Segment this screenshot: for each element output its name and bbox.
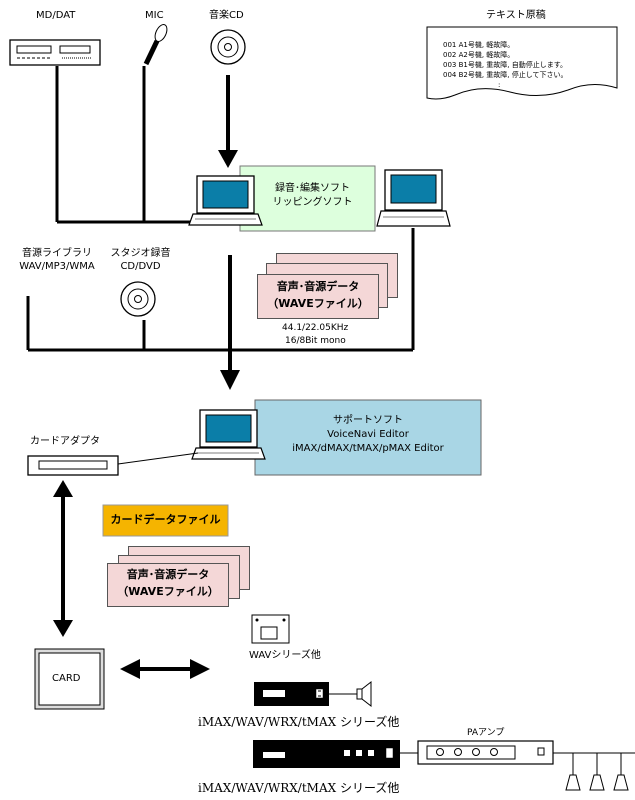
support-box-line3: iMAX/dMAX/tMAX/pMAX Editor: [292, 443, 444, 454]
support-software-box: [254, 399, 482, 476]
device-unit-1-icon: [254, 682, 357, 706]
manuscript-line-2: 002 A2号機, 軽故障。: [443, 51, 515, 59]
sound-library-label-1: 音源ライブラリ: [22, 248, 92, 259]
music-cd-label: 音楽CD: [209, 10, 244, 21]
studio-recording-label-2: CD/DVD: [120, 261, 161, 272]
manuscript-line-1: 001 A1号機, 軽故障。: [443, 41, 515, 49]
microphone-icon: [143, 24, 168, 66]
support-box-line1: サポートソフト: [333, 415, 403, 426]
md-dat-label: MD/DAT: [36, 10, 76, 21]
music-cd-icon: [210, 29, 246, 65]
audio-data-card-front-bottom: 音声･音源データ （WAVEファイル）: [107, 563, 229, 607]
card-label: CARD: [52, 673, 81, 684]
wav-board-icon: [251, 614, 290, 644]
support-pc-icon: [191, 409, 266, 460]
md-dat-deck-icon: [9, 39, 101, 66]
audio-data-top-line2: （WAVEファイル）: [267, 297, 369, 310]
pa-speaker-1-icon: [565, 753, 581, 791]
audio-data-bottom-line2: （WAVEファイル）: [117, 585, 219, 598]
manuscript-line-4: 004 B2号機, 重故障, 停止して下さい。: [443, 71, 568, 79]
pa-speaker-3-icon: [613, 753, 629, 791]
card-icon: [34, 648, 105, 710]
support-box-line2: VoiceNavi Editor: [327, 429, 409, 440]
audio-data-card-front-top: 音声･音源データ （WAVEファイル）: [257, 274, 379, 319]
device-unit-2-icon: [253, 740, 418, 768]
sound-library-label-2: WAV/MP3/WMA: [19, 261, 95, 272]
studio-recording-label-1: スタジオ録音: [110, 248, 171, 259]
card-data-file-box: [102, 504, 229, 537]
recording-pc-icon: [188, 175, 263, 226]
recording-box-line2: リッピングソフト: [272, 197, 353, 208]
manuscript-paper: [426, 26, 618, 100]
studio-cd-icon: [120, 281, 156, 317]
text-manuscript-title: テキスト原稿: [486, 10, 546, 21]
pa-amp-icon: [417, 740, 554, 765]
card-data-file-label: カードデータファイル: [110, 513, 221, 526]
audio-spec-line1: 44.1/22.05KHz: [282, 323, 349, 333]
device-series-label-2: iMAX/WAV/WRX/tMAX シリーズ他: [198, 781, 400, 795]
audio-spec-line2: 16/8Bit mono: [285, 336, 346, 346]
speaker-icon: [356, 680, 372, 708]
card-adapter-label: カードアダプタ: [30, 436, 100, 447]
manuscript-line-3: 003 B1号機, 重故障, 自動停止します。: [443, 61, 568, 69]
pc-icon: [376, 169, 451, 227]
manuscript-line-5: :: [498, 81, 501, 89]
wav-series-label: WAVシリーズ他: [249, 650, 321, 661]
device-series-label-1: iMAX/WAV/WRX/tMAX シリーズ他: [198, 715, 400, 729]
recording-software-box: [239, 165, 376, 232]
audio-data-top-line1: 音声･音源データ: [276, 280, 360, 293]
recording-box-line1: 録音･編集ソフト: [275, 183, 350, 194]
pa-amp-label: PAアンプ: [467, 728, 505, 738]
pa-speaker-2-icon: [589, 753, 605, 791]
audio-data-bottom-line1: 音声･音源データ: [126, 568, 210, 581]
card-adapter-icon: [27, 455, 119, 476]
mic-label: MIC: [145, 10, 164, 21]
